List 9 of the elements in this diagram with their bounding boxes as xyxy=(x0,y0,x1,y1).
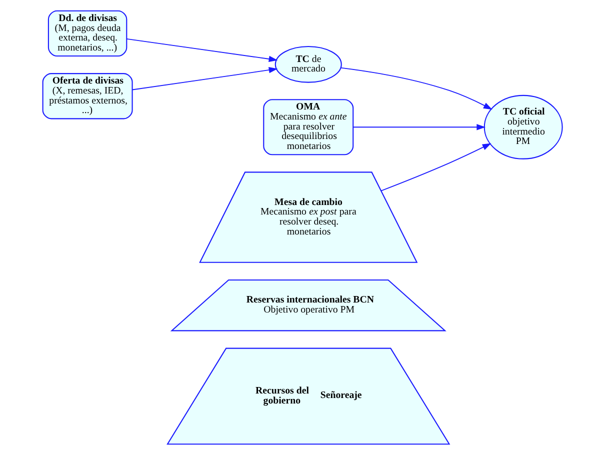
node-ellipse: TC de mercado xyxy=(274,46,342,83)
arrow xyxy=(132,66,278,90)
arrow xyxy=(380,143,492,192)
node-box: OMA Mecanismo ex ante para resolver desequilibrios monetarios xyxy=(263,99,354,156)
arrow xyxy=(126,38,278,62)
node-box: Oferta de divisas (X, remesas, IED, préstamos externos, ...) xyxy=(42,73,133,120)
arrow xyxy=(340,67,492,110)
arrow xyxy=(352,124,486,130)
node-box: Dd. de divisas (M, pagos deuda externa, deseq. monetarios, ...) xyxy=(48,10,128,56)
